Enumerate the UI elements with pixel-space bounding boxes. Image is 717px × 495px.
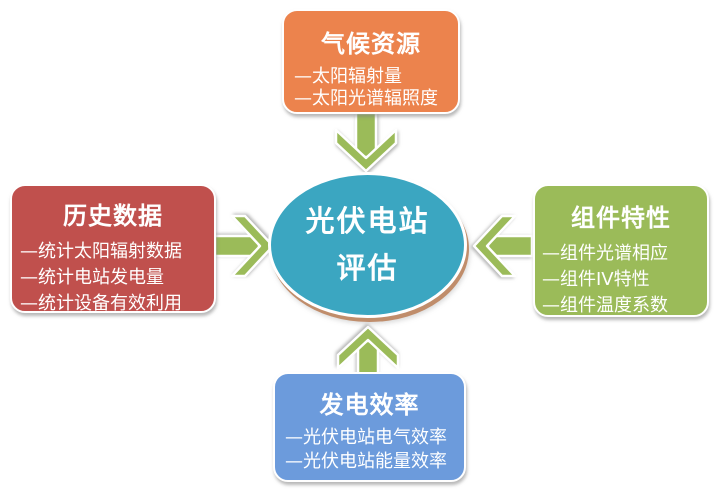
list-item: —组件IV特性 xyxy=(542,269,650,290)
list-item: —太阳辐射量 xyxy=(294,66,402,87)
list-item: —太阳光谱辐照度 xyxy=(294,88,438,109)
node-component-characteristics-title: 组件特性 xyxy=(571,204,671,232)
list-item: —统计设备有效利用 xyxy=(20,293,182,314)
node-component-characteristics-items: —组件光谱相应 —组件IV特性 —组件温度系数 xyxy=(535,241,707,319)
list-item: —组件温度系数 xyxy=(542,295,668,316)
list-item: —光伏电站能量效率 xyxy=(285,451,447,472)
list-item: —组件光谱相应 xyxy=(542,243,668,264)
list-item: —光伏电站电气效率 xyxy=(285,427,447,448)
node-component-characteristics: 组件特性 —组件光谱相应 —组件IV特性 —组件温度系数 xyxy=(533,184,709,317)
center-title-line1: 光伏电站 xyxy=(305,204,430,238)
list-item: —统计太阳辐射数据 xyxy=(20,241,182,262)
node-climate-resources-title: 气候资源 xyxy=(321,30,421,58)
node-historical-data: 历史数据 —统计太阳辐射数据 —统计电站发电量 —统计设备有效利用 xyxy=(10,184,216,314)
node-generation-efficiency: 发电效率 —光伏电站电气效率 —光伏电站能量效率 xyxy=(273,372,466,482)
down-arrow-icon xyxy=(334,111,398,173)
node-climate-resources: 气候资源 —太阳辐射量 —太阳光谱辐照度 xyxy=(282,9,460,114)
node-generation-efficiency-title: 发电效率 xyxy=(319,391,420,419)
node-historical-data-title: 历史数据 xyxy=(63,202,163,230)
node-generation-efficiency-items: —光伏电站电气效率 —光伏电站能量效率 xyxy=(275,426,464,474)
list-item: —统计电站发电量 xyxy=(20,267,164,288)
center-node-pv-plant-evaluation: 光伏电站 评估 xyxy=(268,172,467,318)
node-climate-resources-items: —太阳辐射量 —太阳光谱辐照度 xyxy=(284,66,458,110)
left-arrow-icon xyxy=(472,214,534,278)
center-title-line2: 评估 xyxy=(336,251,399,285)
right-arrow-icon xyxy=(213,214,275,278)
node-historical-data-items: —统计太阳辐射数据 —统计电站发电量 —统计设备有效利用 xyxy=(12,239,214,317)
